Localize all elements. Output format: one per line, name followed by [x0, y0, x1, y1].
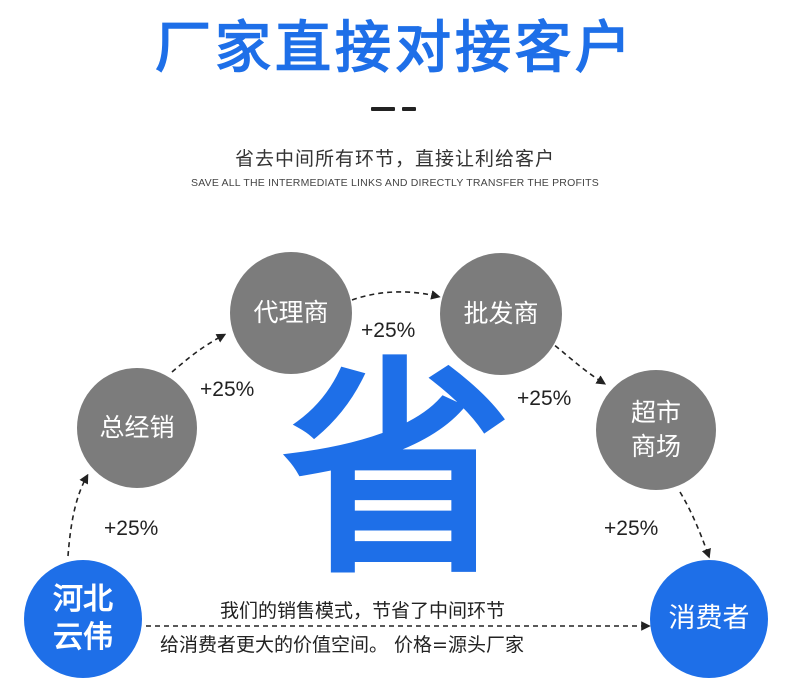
- node-consumer: 消费者: [650, 560, 768, 678]
- node-market-label-line2: 商场: [630, 432, 681, 461]
- node-distributor: 总经销: [77, 368, 197, 488]
- node-distributor-label: 总经销: [99, 413, 175, 442]
- arrow-agent-to-wholesaler: [351, 290, 441, 301]
- arrow-distributor-to-agent: [171, 333, 227, 373]
- title-divider-short: [402, 107, 416, 111]
- markup-label-2: +25%: [200, 378, 255, 401]
- node-wholesaler: 批发商: [440, 253, 562, 375]
- node-market: 超市 商场: [596, 370, 716, 490]
- node-agent: 代理商: [230, 252, 352, 374]
- caption-line-2: 给消费者更大的价值空间。 价格=源头厂家: [160, 634, 524, 656]
- arrow-wholesaler-to-market: [547, 339, 607, 385]
- subtitle: 省去中间所有环节，直接让利给客户: [234, 148, 555, 170]
- markup-label-1: +25%: [104, 517, 159, 540]
- markup-label-3: +25%: [361, 319, 416, 342]
- node-factory-label-line1: 河北: [53, 582, 113, 617]
- node-factory: 河北 云伟: [24, 560, 142, 678]
- page-title: 厂家直接对接客户: [155, 16, 635, 81]
- title-divider-long: [371, 107, 395, 111]
- center-character: 省: [282, 339, 513, 606]
- caption-line-1: 我们的销售模式，节省了中间环节: [220, 600, 506, 622]
- node-consumer-label: 消费者: [668, 603, 750, 634]
- markup-label-5: +25%: [604, 517, 659, 540]
- arrow-market-to-consumer: [679, 491, 711, 559]
- node-wholesaler-label: 批发商: [463, 299, 539, 328]
- arrow-factory-to-distributor: [67, 473, 89, 557]
- node-factory-label-line2: 云伟: [53, 620, 113, 655]
- node-market-label-line1: 超市: [630, 398, 681, 427]
- markup-label-4: +25%: [517, 387, 572, 410]
- node-agent-label: 代理商: [253, 298, 329, 327]
- subtitle-english: SAVE ALL THE INTERMEDIATE LINKS AND DIRE…: [190, 177, 599, 189]
